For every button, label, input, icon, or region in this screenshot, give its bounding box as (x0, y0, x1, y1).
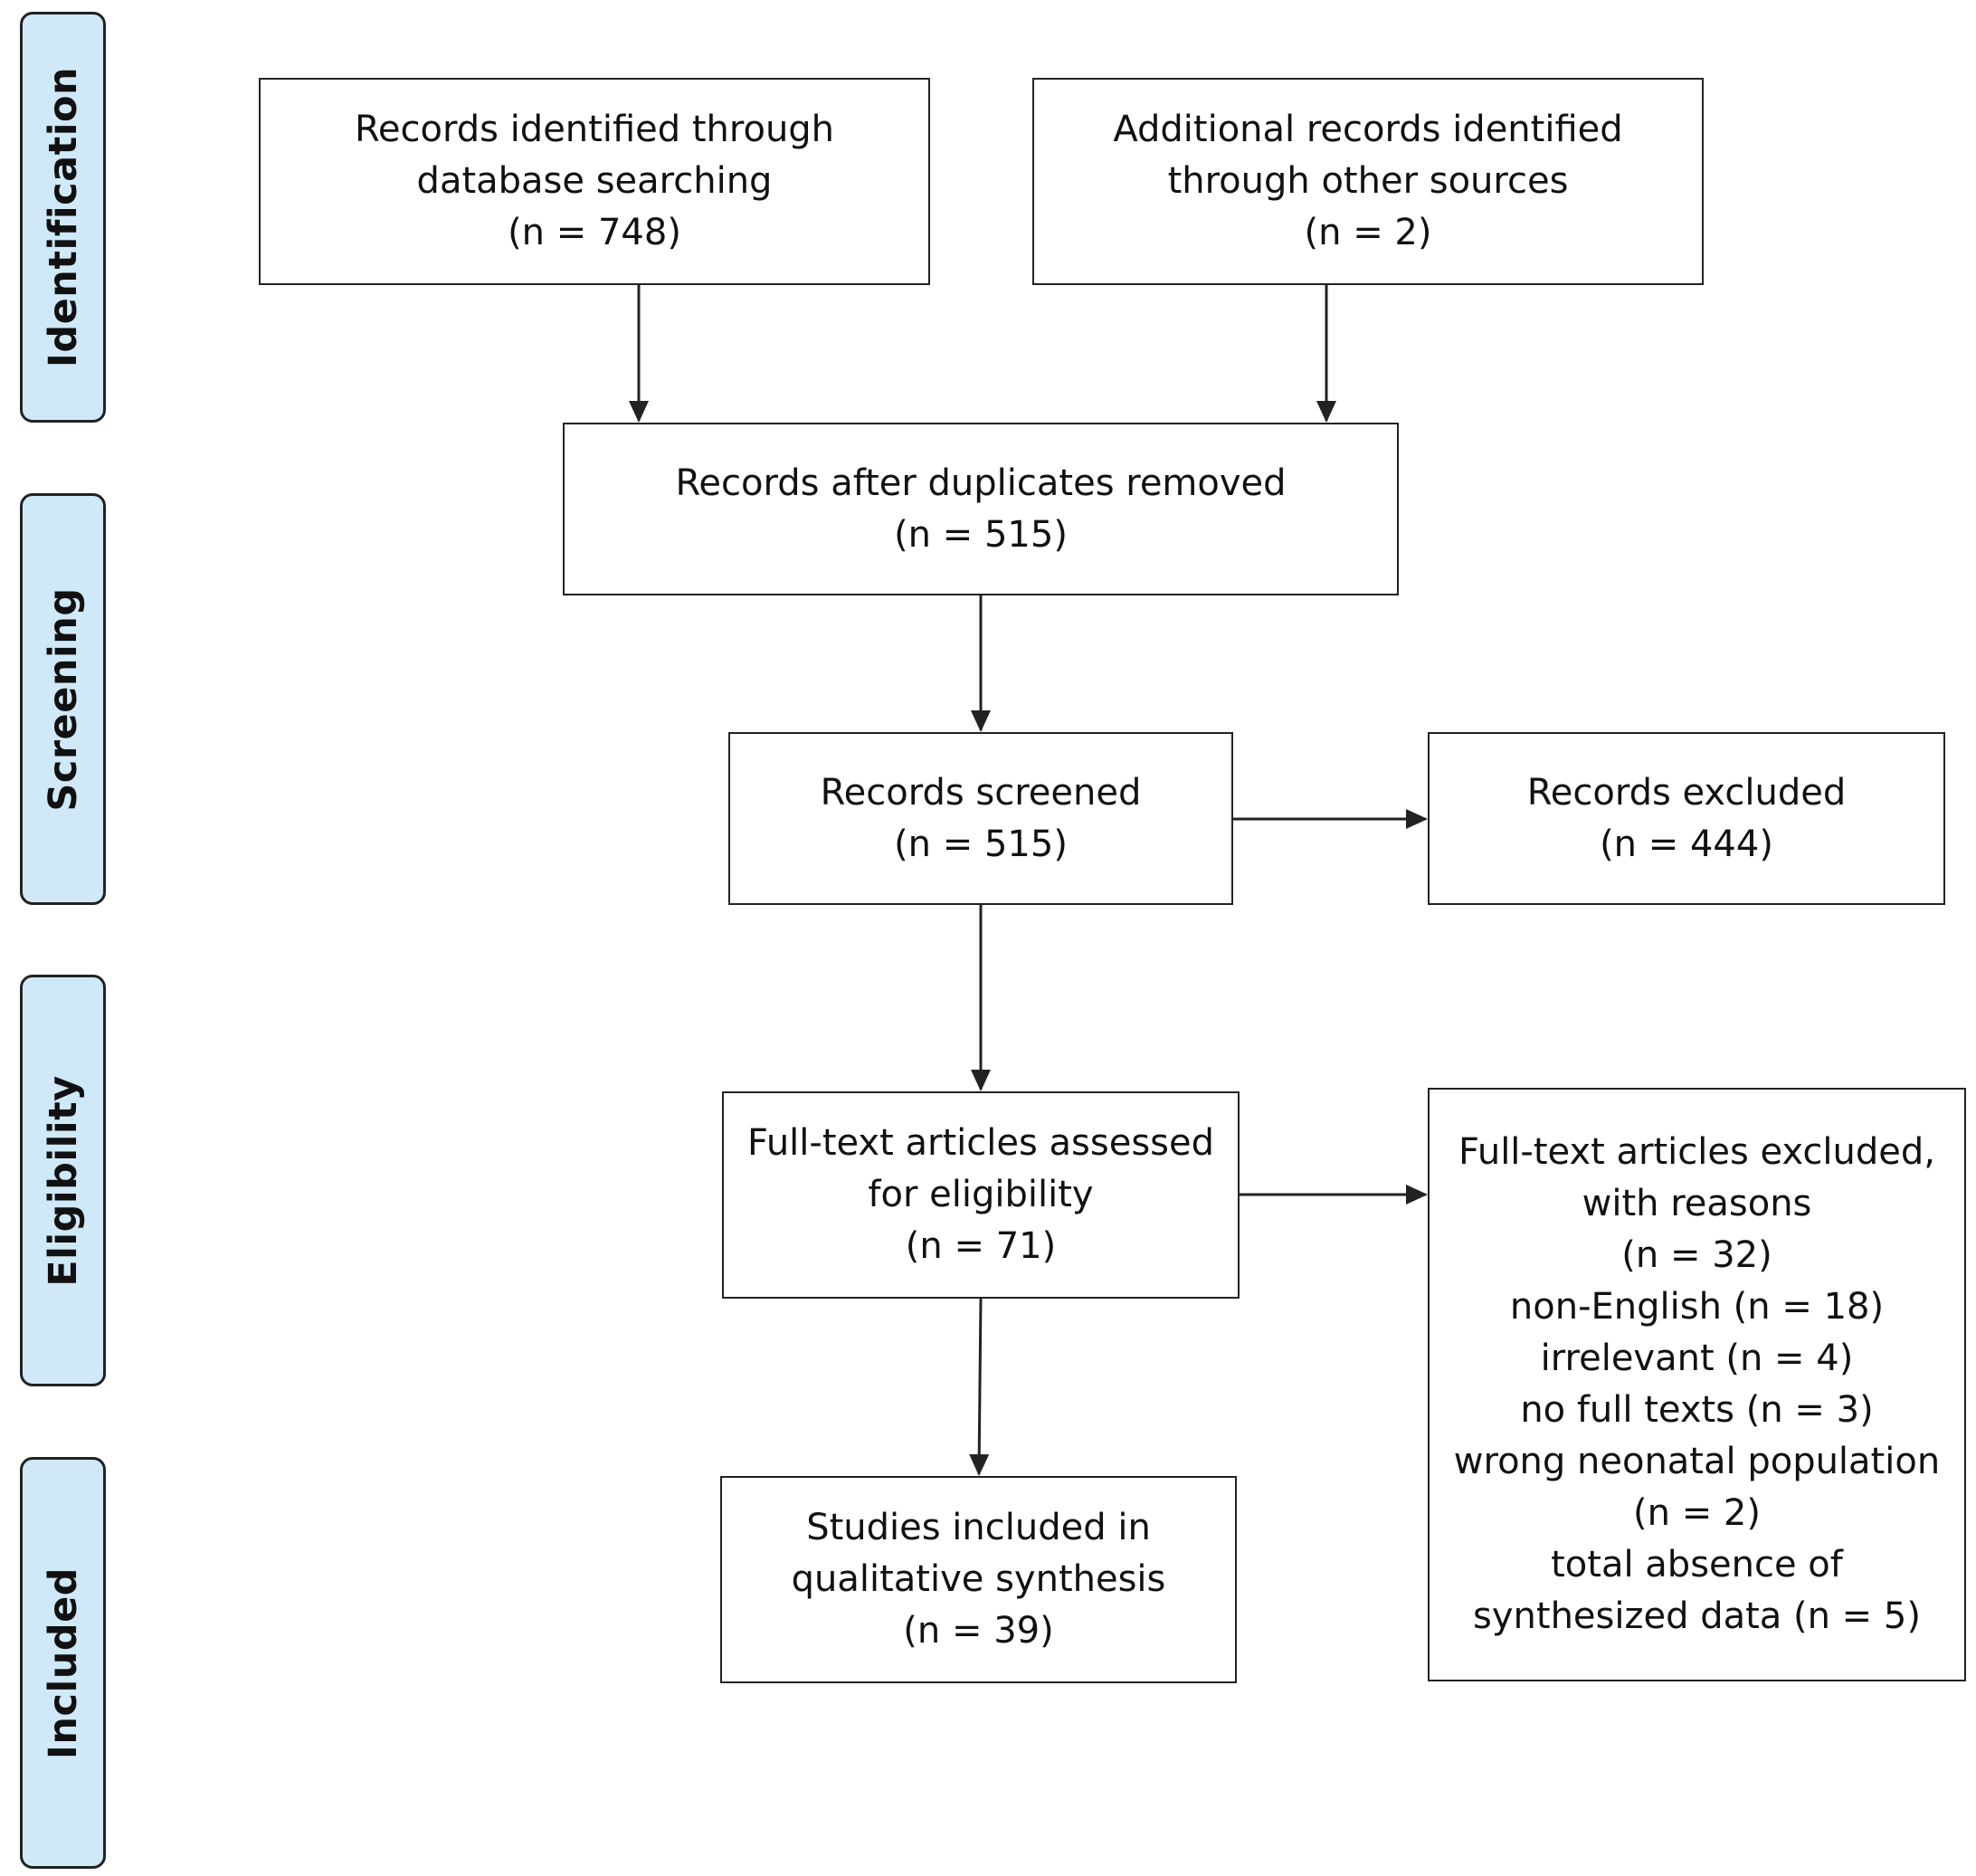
box-text-line: with reasons (1582, 1183, 1812, 1224)
box-text-line: Additional records identified (1113, 109, 1623, 150)
stage-screening: Screening (20, 493, 106, 905)
records-identified-other-sources-box: Additional records identified through ot… (1032, 78, 1704, 285)
records-after-duplicates-box: Records after duplicates removed (n = 51… (563, 423, 1399, 595)
exclusion-reason: (n = 2) (1633, 1492, 1761, 1534)
exclusion-reason: no full texts (n = 3) (1520, 1389, 1874, 1431)
exclusion-reason: non-English (n = 18) (1509, 1286, 1885, 1328)
box-text-line: Studies included in (806, 1507, 1151, 1548)
box-count: (n = 2) (1304, 212, 1432, 253)
box-count: (n = 444) (1600, 823, 1773, 865)
box-count: (n = 515) (894, 513, 1068, 556)
box-count: (n = 39) (903, 1610, 1054, 1652)
stage-included: Included (20, 1457, 106, 1869)
box-text-line: Records excluded (1526, 771, 1847, 814)
arrow-fulltext-to-included (969, 1298, 990, 1476)
box-text-line: qualitative synthesis (791, 1558, 1166, 1600)
stage-identification: Identification (20, 12, 106, 423)
exclusion-reason: synthesized data (n = 5) (1473, 1595, 1921, 1637)
box-count: (n = 32) (1621, 1234, 1772, 1276)
box-text-line: through other sources (1167, 160, 1569, 202)
box-count: (n = 748) (508, 212, 681, 253)
box-text-line: Full-text articles excluded, (1458, 1131, 1935, 1173)
full-text-excluded-box: Full-text articles excluded, with reason… (1428, 1088, 1966, 1681)
box-text-line: for eligibility (868, 1174, 1094, 1215)
exclusion-reason: total absence of (1551, 1544, 1843, 1586)
records-excluded-box: Records excluded (n = 444) (1428, 732, 1945, 905)
box-count: (n = 515) (894, 823, 1068, 865)
exclusion-reason: wrong neonatal population (1453, 1441, 1941, 1482)
stage-identification-label: Identification (40, 66, 86, 368)
box-text-line: database searching (416, 160, 773, 202)
full-text-assessed-box: Full-text articles assessed for eligibil… (722, 1091, 1240, 1299)
box-text-line: Records screened (820, 771, 1142, 814)
stage-eligibility: Eligibility (20, 975, 106, 1386)
stage-screening-label: Screening (40, 586, 86, 812)
exclusion-reason: irrelevant (n = 4) (1540, 1338, 1854, 1379)
box-text-line: Records identified through (354, 109, 835, 150)
stage-included-label: Included (40, 1567, 86, 1759)
records-identified-database-box: Records identified through database sear… (259, 78, 930, 285)
records-screened-box: Records screened (n = 515) (728, 732, 1233, 905)
stage-eligibility-label: Eligibility (40, 1074, 86, 1287)
box-count: (n = 71) (905, 1225, 1057, 1267)
studies-included-box: Studies included in qualitative synthesi… (720, 1476, 1237, 1683)
box-text-line: Records after duplicates removed (675, 462, 1287, 504)
box-text-line: Full-text articles assessed (747, 1122, 1214, 1164)
